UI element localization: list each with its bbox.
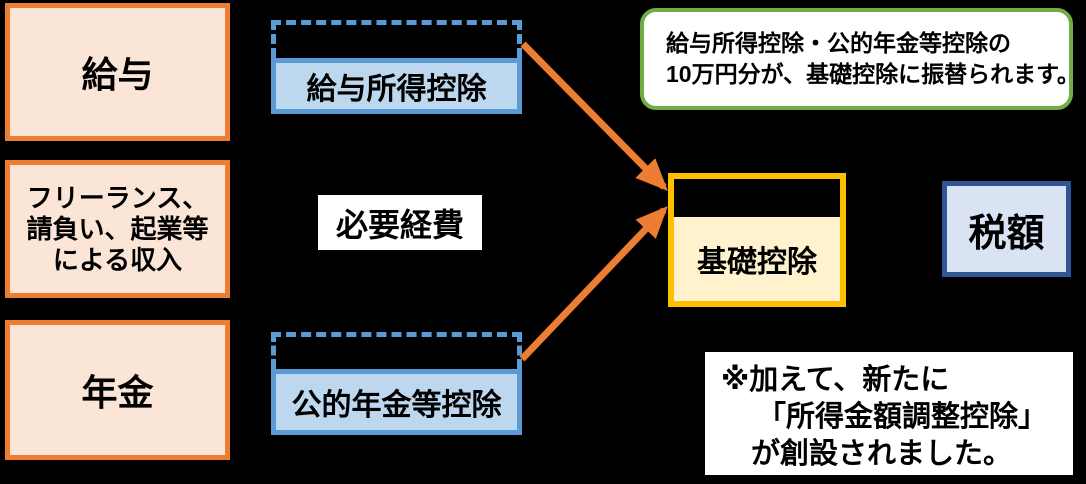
pension-income-box: 年金 [5, 320, 230, 460]
salary-income-box: 給与 [5, 3, 230, 141]
callout-line: 10万円分が、基礎控除に振替られます。 [666, 61, 1080, 87]
tax-amount-label: 税額 [968, 212, 1045, 255]
necessary-expenses-box: 必要経費 [318, 195, 482, 250]
salary-income-label: 給与 [81, 54, 154, 95]
callout-line: 給与所得控除・公的年金等控除の [666, 30, 1011, 56]
freelance-income-line: フリーランス、 [26, 182, 209, 213]
pension-deduction-box: 公的年金等控除 [271, 369, 522, 435]
pension-deduction-transferred-portion-box [271, 332, 522, 369]
pension-deduction-transfer-arrow [519, 205, 668, 362]
basic-deduction-fill: 基礎控除 [674, 217, 840, 301]
freelance-income-box: フリーランス、 請負い、起業等 による収入 [5, 160, 230, 298]
salary-deduction-transferred-portion-box [271, 20, 522, 58]
freelance-income-line: による収入 [52, 244, 183, 275]
note-line: 「所得金額調整控除」 [757, 401, 1048, 433]
note-line: ※加えて、新たに [721, 364, 950, 396]
tax-amount-box: 税額 [942, 181, 1071, 277]
note-line: が創設されました。 [751, 438, 1013, 470]
basic-deduction-box: 基礎控除 [668, 173, 846, 307]
salary-deduction-box: 給与所得控除 [271, 58, 522, 114]
pension-income-label: 年金 [81, 372, 154, 413]
pension-deduction-label: 公的年金等控除 [291, 389, 502, 422]
basic-deduction-label: 基礎控除 [697, 246, 817, 279]
transfer-explanation-callout: 給与所得控除・公的年金等控除の 10万円分が、基礎控除に振替られます。 [640, 8, 1080, 110]
freelance-income-line: 請負い、起業等 [26, 213, 209, 244]
necessary-expenses-label: 必要経費 [335, 206, 464, 243]
income-adjustment-note: ※加えて、新たに 「所得金額調整控除」 が創設されました。 [705, 352, 1073, 475]
salary-deduction-label: 給与所得控除 [306, 73, 487, 106]
